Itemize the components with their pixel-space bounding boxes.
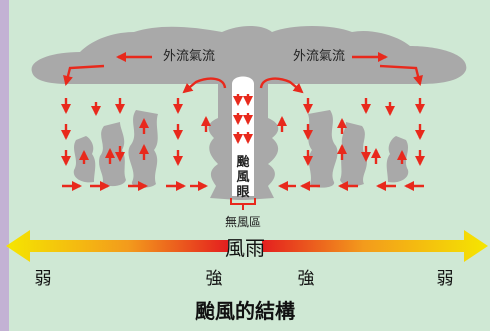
eye-label-char: 颱 [236, 155, 249, 170]
eyewall-arc-right [259, 77, 304, 94]
outflow-label-bg-left [156, 46, 222, 64]
outflow-label-right: 外流氣流 [293, 49, 345, 64]
strength-label-center-right: 強 [298, 269, 315, 289]
left-edge-strip [0, 0, 9, 331]
calm-zone-bracket [230, 198, 256, 210]
eyewall-arc-left [182, 77, 227, 94]
gradient-bar-right [262, 230, 488, 262]
cloud-rainband-left-mid [99, 122, 126, 187]
strength-label-center-left: 強 [206, 269, 223, 289]
airflow-arrows [60, 51, 426, 192]
cloud-rainband-right-mid [340, 122, 367, 187]
strength-label-far-right: 弱 [437, 269, 454, 289]
strength-label-far-left: 弱 [35, 269, 52, 289]
calm-zone-label: 無風區 [225, 214, 261, 229]
cloud-rainband-right-outer [386, 136, 409, 183]
outflow-arrow-left-edge [63, 64, 105, 86]
eye-label-char: 風 [236, 170, 249, 185]
wind-rain-label: 風雨 [225, 236, 265, 260]
cloud-anvil [31, 26, 467, 84]
cloud-rainband-right-inner [308, 110, 338, 188]
outflow-label-bg-right [286, 46, 352, 64]
eye-label-char: 眼 [236, 185, 250, 200]
outflow-arrow-right-edge [379, 64, 423, 86]
gradient-bar-left [6, 230, 228, 262]
diagram-title: 颱風的結構 [195, 299, 295, 323]
outflow-label-left: 外流氣流 [163, 49, 215, 64]
